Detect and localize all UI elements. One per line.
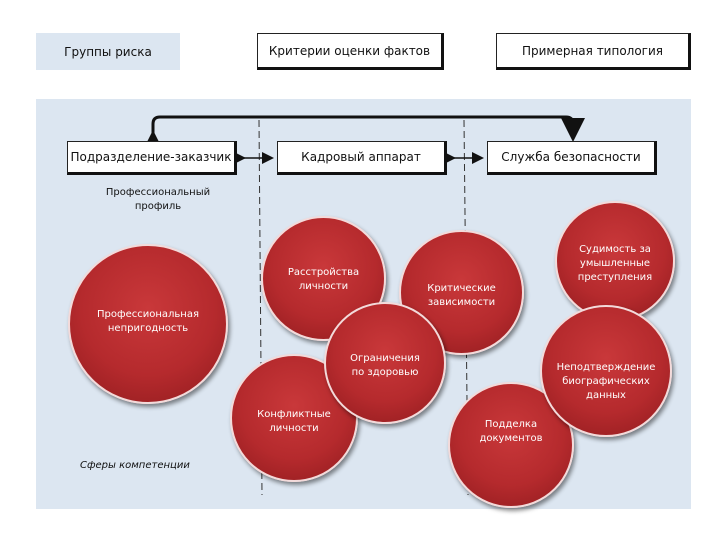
bubble-criminal-record-text: Судимость за умышленные преступления [577, 244, 653, 283]
bubble-conflict-personalities-text: Конфликтные личности [257, 409, 331, 434]
tab-criteria-label: Критерии оценки фактов [268, 43, 431, 58]
tab-criteria: Критерии оценки фактов [257, 33, 444, 70]
bubble-professional-unfitness-text: Профессиональная непригодность [97, 309, 199, 334]
unit-hr-label: Кадровый аппарат [301, 150, 421, 164]
tab-risk-groups: Группы риска [36, 33, 180, 70]
bubble-unconfirmed-biography: Неподтверждение биографических данных [540, 305, 672, 437]
bubble-health-limits-text: Ограничения по здоровью [350, 353, 420, 378]
unit-security: Служба безопасности [487, 141, 657, 175]
unit-client: Подразделение-заказчик [67, 141, 237, 175]
bubble-personality-disorders-text: Расстройства личности [287, 267, 360, 292]
bubble-forged-documents-text: Подделка документов [479, 419, 543, 444]
bubble-criminal-record: Судимость за умышленные преступления [555, 201, 675, 321]
unit-hr: Кадровый аппарат [277, 141, 447, 175]
bubble-professional-unfitness: Профессиональная непригодность [68, 244, 228, 404]
bubble-unconfirmed-biography-text: Неподтверждение биографических данных [556, 362, 656, 401]
tab-typology: Примерная типология [496, 33, 691, 70]
tab-typology-label: Примерная типология [521, 43, 664, 58]
tab-risk-groups-label: Группы риска [64, 44, 152, 59]
unit-client-label: Подразделение-заказчик [70, 150, 232, 164]
professional-profile-label: Профессиональный профиль [105, 187, 211, 212]
competence-spheres-label: Сферы компетенции [80, 460, 190, 471]
bubble-critical-dependencies-text: Критические зависимости [427, 283, 496, 308]
bubble-health-limits: Ограничения по здоровью [324, 302, 446, 424]
unit-security-label: Служба безопасности [501, 150, 641, 164]
